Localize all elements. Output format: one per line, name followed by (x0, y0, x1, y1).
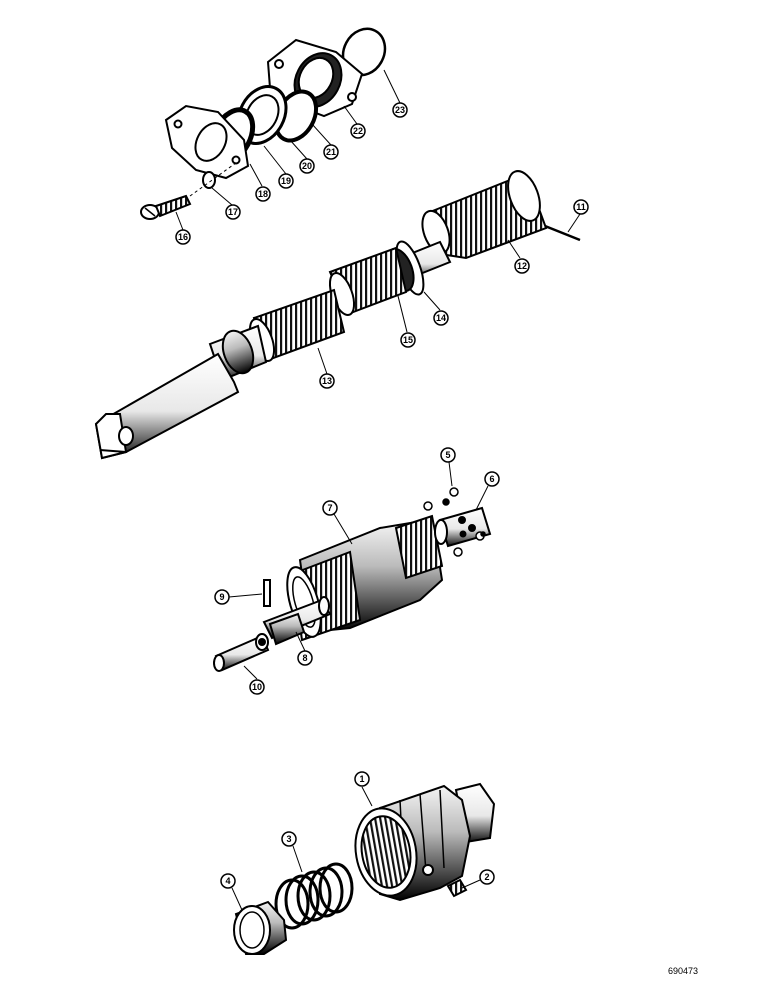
callout-circle (322, 500, 338, 516)
callout-circle (484, 471, 500, 487)
callout-label: 3 (286, 834, 291, 844)
part-9-pin (263, 579, 271, 607)
callout-6: 6 (484, 471, 500, 487)
callout-circle (433, 310, 449, 326)
callout-circle (573, 199, 589, 215)
callout-circle (220, 873, 236, 889)
callout-circle (350, 123, 366, 139)
callout-label: 5 (445, 450, 450, 460)
callout-label: 11 (576, 202, 586, 212)
callout-15: 15 (400, 332, 416, 348)
part-5-balls (423, 487, 486, 557)
callout-18: 18 (255, 186, 271, 202)
part-1-housing (354, 782, 496, 902)
clevis-end (94, 352, 240, 460)
callout-circle (281, 831, 297, 847)
part-12-spring (421, 170, 548, 260)
callout-label: 15 (403, 335, 413, 345)
part-13-spool (208, 246, 408, 382)
callout-circle (323, 144, 339, 160)
callout-circle (299, 158, 315, 174)
callout-label: 22 (353, 126, 363, 136)
callout-label: 20 (302, 161, 312, 171)
callout-5: 5 (440, 447, 456, 463)
flange-seal-group (140, 27, 387, 220)
callout-7: 7 (322, 500, 338, 516)
callout-circle (255, 186, 271, 202)
callout-22: 22 (350, 123, 366, 139)
callout-11: 11 (573, 199, 589, 215)
callout-circle (249, 679, 265, 695)
callout-4: 4 (220, 873, 236, 889)
part-7-sleeve (286, 514, 444, 642)
part-8-plunger (262, 596, 332, 646)
callout-label: 19 (281, 176, 291, 186)
callout-circle (297, 650, 313, 666)
callout-9: 9 (214, 589, 230, 605)
callout-13: 13 (319, 373, 335, 389)
callout-leaders (175, 69, 581, 911)
callout-circle (225, 204, 241, 220)
callout-label: 17 (228, 207, 238, 217)
part-4-cap (233, 900, 288, 955)
spool-assembly (94, 170, 581, 460)
callout-8: 8 (297, 650, 313, 666)
housing-group (233, 782, 496, 955)
callout-circle (354, 771, 370, 787)
callout-14: 14 (433, 310, 449, 326)
callout-12: 12 (514, 258, 530, 274)
callout-3: 3 (281, 831, 297, 847)
callout-label: 23 (395, 105, 405, 115)
callout-23: 23 (392, 102, 408, 118)
callout-circle (400, 332, 416, 348)
callout-19: 19 (278, 173, 294, 189)
callout-label: 18 (258, 189, 268, 199)
callout-circle (319, 373, 335, 389)
callout-circle (440, 447, 456, 463)
callout-circle (514, 258, 530, 274)
callout-circle (479, 869, 495, 885)
callout-label: 8 (302, 653, 307, 663)
callout-label: 1 (359, 774, 364, 784)
part-2-set-screw (446, 878, 468, 898)
callout-label: 14 (436, 313, 446, 323)
callout-label: 12 (517, 261, 527, 271)
sleeve-group (213, 487, 492, 672)
callout-17: 17 (225, 204, 241, 220)
callout-circle (278, 173, 294, 189)
callout-label: 6 (489, 474, 494, 484)
callout-label: 13 (322, 376, 332, 386)
part-10-pin (213, 633, 270, 672)
callout-2: 2 (479, 869, 495, 885)
callout-label: 10 (252, 682, 262, 692)
callout-1: 1 (354, 771, 370, 787)
callout-circle (392, 102, 408, 118)
callout-label: 21 (326, 147, 336, 157)
callout-21: 21 (323, 144, 339, 160)
part-16-screw (140, 194, 192, 220)
callout-10: 10 (249, 679, 265, 695)
callout-label: 9 (219, 592, 224, 602)
callout-label: 7 (327, 503, 332, 513)
callout-label: 2 (484, 872, 489, 882)
callout-label: 16 (178, 232, 188, 242)
callout-circle (214, 589, 230, 605)
callout-label: 4 (225, 876, 230, 886)
part-3-spring (274, 862, 354, 932)
callout-20: 20 (299, 158, 315, 174)
figure-id: 690473 (668, 966, 699, 976)
callout-16: 16 (175, 229, 191, 245)
callout-circle (175, 229, 191, 245)
